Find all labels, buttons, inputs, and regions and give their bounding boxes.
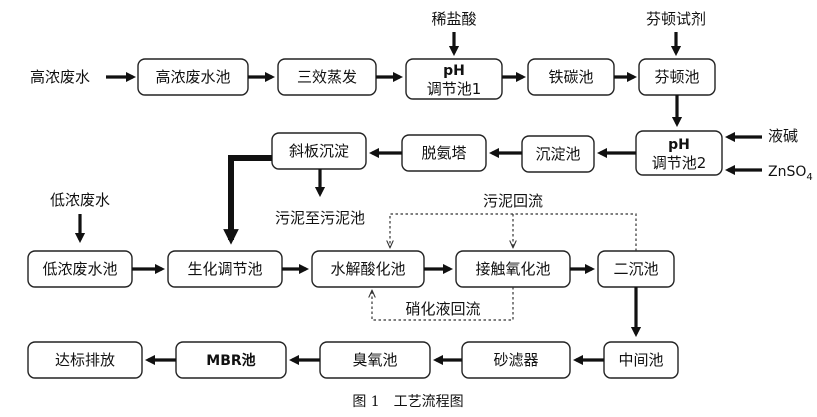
svg-text:沉淀池: 沉淀池 xyxy=(535,145,580,163)
low-conc-wastewater-label: 低浓废水 xyxy=(50,191,110,209)
box-middle-tank: 中间池 xyxy=(603,341,679,379)
fenton-reagent-label: 芬顿试剂 xyxy=(646,10,706,28)
svg-text:pH: pH xyxy=(443,63,465,79)
svg-text:水解酸化池: 水解酸化池 xyxy=(330,260,405,278)
svg-text:砂滤器: 砂滤器 xyxy=(493,351,538,369)
svg-text:达标排放: 达标排放 xyxy=(55,351,115,369)
nitrified-return-label: 硝化液回流 xyxy=(405,300,480,318)
svg-text:芬顿池: 芬顿池 xyxy=(654,68,699,86)
box-ph-adjust-1: pH 调节池1 xyxy=(405,58,503,100)
svg-text:斜板沉淀: 斜板沉淀 xyxy=(289,142,349,160)
svg-text:低浓废水池: 低浓废水池 xyxy=(42,260,117,278)
box-secondary-clarifier: 二沉池 xyxy=(597,250,675,288)
svg-text:臭氧池: 臭氧池 xyxy=(352,351,397,369)
box-high-conc-tank: 高浓废水池 xyxy=(137,58,249,96)
svg-text:三效蒸发: 三效蒸发 xyxy=(297,68,357,86)
box-hydrolysis: 水解酸化池 xyxy=(311,250,425,288)
svg-text:pH: pH xyxy=(668,137,690,153)
box-discharge: 达标排放 xyxy=(27,341,143,379)
box-inclined-plate: 斜板沉淀 xyxy=(271,132,367,170)
svg-text:MBR池: MBR池 xyxy=(206,352,255,369)
box-mbr: MBR池 xyxy=(175,341,287,379)
svg-text:调节池2: 调节池2 xyxy=(652,154,707,172)
box-contact-oxidation: 接触氧化池 xyxy=(455,250,571,288)
svg-text:中间池: 中间池 xyxy=(618,351,663,369)
box-ozone: 臭氧池 xyxy=(319,341,431,379)
box-low-conc-tank: 低浓废水池 xyxy=(27,250,133,288)
box-triple-evaporation: 三效蒸发 xyxy=(277,58,377,96)
znso4-label: ZnSO4 xyxy=(768,164,813,183)
box-ph-adjust-2: pH 调节池2 xyxy=(635,130,723,176)
lye-label: 液碱 xyxy=(768,127,798,145)
svg-text:脱氨塔: 脱氨塔 xyxy=(421,144,466,162)
box-iron-carbon: 铁碳池 xyxy=(527,58,615,96)
dilute-hcl-label: 稀盐酸 xyxy=(431,10,476,28)
figure-caption: 图 1 工艺流程图 xyxy=(352,394,463,410)
box-bio-adjust: 生化调节池 xyxy=(167,250,283,288)
svg-text:生化调节池: 生化调节池 xyxy=(187,260,262,278)
svg-text:调节池1: 调节池1 xyxy=(427,80,482,98)
svg-text:铁碳池: 铁碳池 xyxy=(548,68,593,86)
box-sand-filter: 砂滤器 xyxy=(461,341,571,379)
sludge-return-label: 污泥回流 xyxy=(483,192,543,210)
nitrified-return-line xyxy=(372,287,514,321)
box-fenton: 芬顿池 xyxy=(638,58,716,96)
box-deammonia-tower: 脱氨塔 xyxy=(401,134,487,172)
svg-text:高浓废水池: 高浓废水池 xyxy=(155,68,230,86)
arrow-plate-to-bio xyxy=(223,155,272,245)
box-sedimentation: 沉淀池 xyxy=(521,135,595,173)
svg-text:二沉池: 二沉池 xyxy=(613,260,658,278)
sludge-to-pool-label: 污泥至污泥池 xyxy=(275,209,365,227)
high-conc-wastewater-label: 高浓废水 xyxy=(30,68,90,86)
svg-text:接触氧化池: 接触氧化池 xyxy=(475,260,550,278)
